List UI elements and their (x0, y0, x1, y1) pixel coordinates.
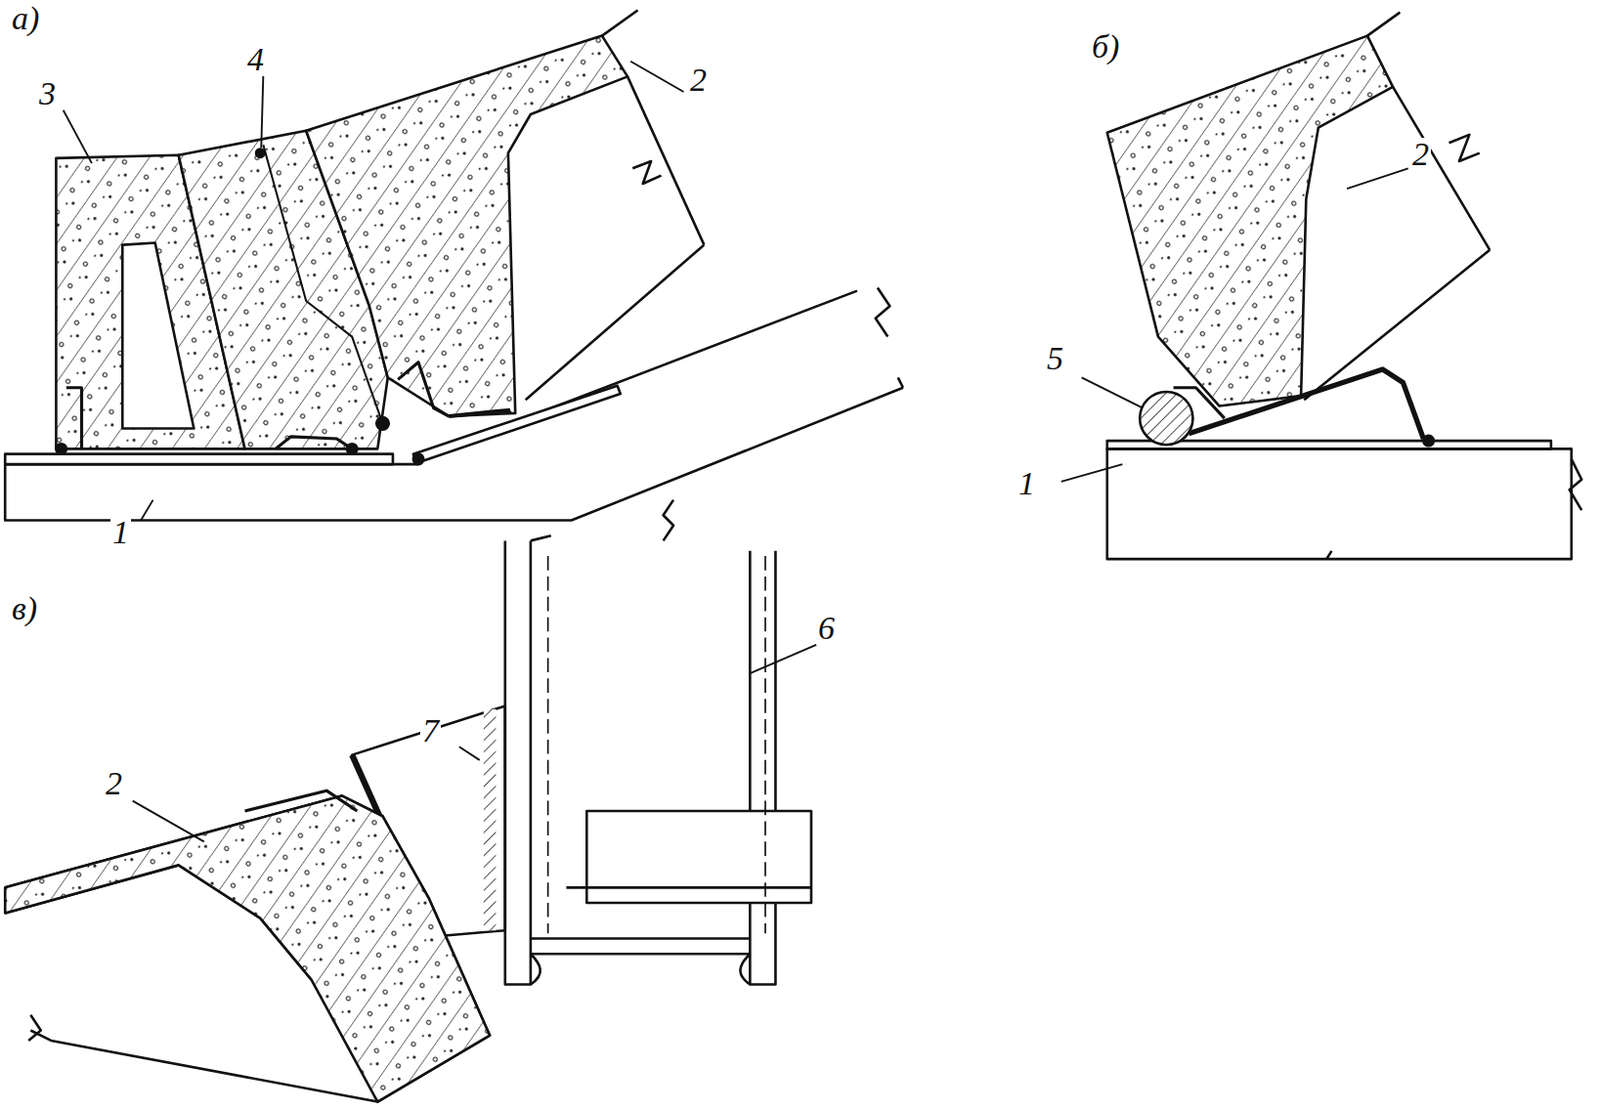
callout-number: 2 (1410, 137, 1431, 172)
callout-number: 3 (37, 77, 58, 111)
callout-number: 4 (245, 43, 266, 77)
sub-figure-letter: в) (9, 592, 40, 626)
callout-number: 5 (1044, 342, 1066, 376)
callout-number: 6 (816, 611, 837, 646)
callout-number: 2 (688, 63, 709, 97)
callout-number: 1 (1016, 467, 1038, 501)
callout-number: 2 (103, 767, 125, 801)
callout-number: 7 (420, 714, 441, 748)
sub-figure-letter: б) (1089, 30, 1122, 64)
sub-figure-letter: а) (9, 1, 42, 36)
callout-number: 1 (110, 516, 131, 550)
